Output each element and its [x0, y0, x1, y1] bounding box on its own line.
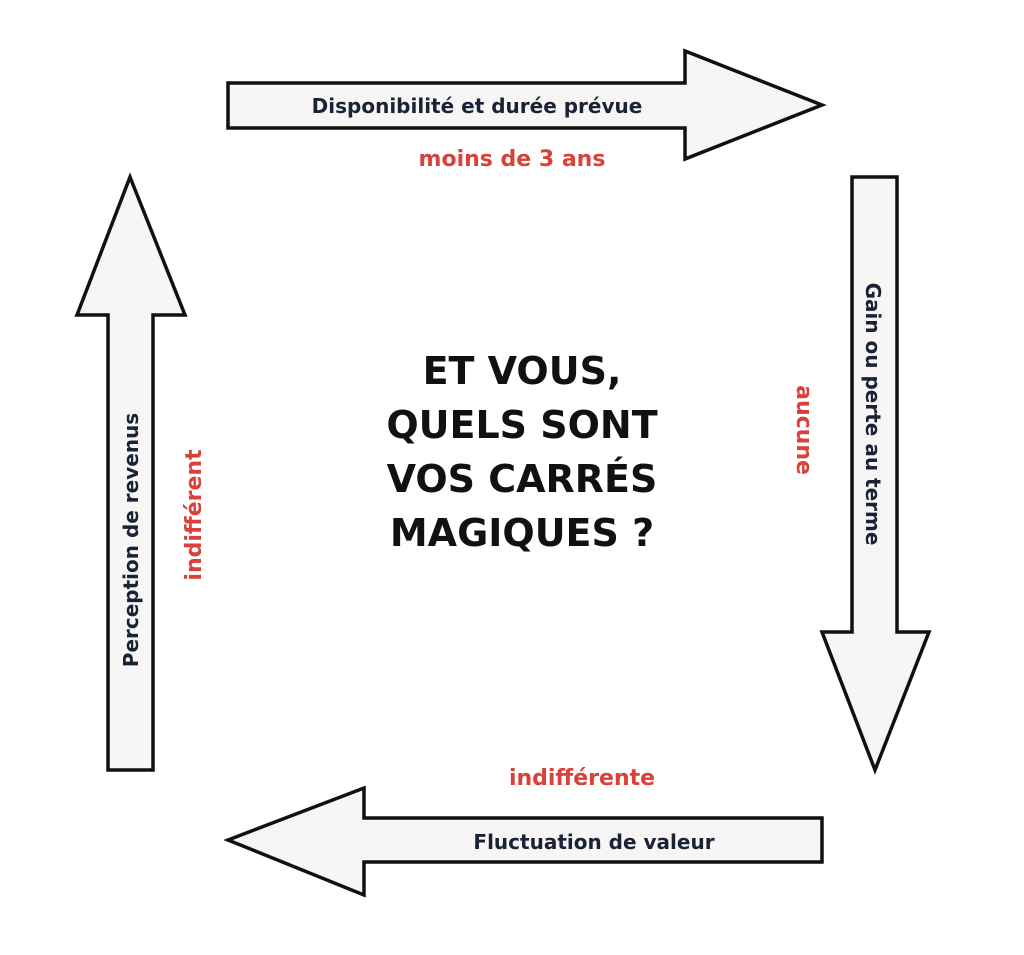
arrow-left-up	[74, 172, 188, 772]
arrow-top-right	[226, 48, 827, 162]
label-perception: Perception de revenus	[119, 413, 143, 667]
value-perception: indifférent	[182, 449, 207, 581]
arrow-bottom-left	[223, 785, 824, 898]
center-line-3: VOS CARRÉS	[387, 457, 658, 501]
label-disponibilite: Disponibilité et durée prévue	[312, 94, 643, 118]
value-disponibilite: moins de 3 ans	[419, 147, 606, 172]
center-line-4: MAGIQUES ?	[390, 511, 654, 555]
value-gain-perte: aucune	[791, 385, 816, 475]
center-line-1: ET VOUS,	[423, 349, 622, 393]
label-gain-perte: Gain ou perte au terme	[861, 283, 885, 546]
value-fluctuation: indifférente	[509, 766, 655, 791]
center-line-2: QUELS SONT	[386, 403, 657, 447]
arrow-right-down	[819, 175, 932, 775]
label-fluctuation: Fluctuation de valeur	[473, 830, 714, 854]
center-question: ET VOUS, QUELS SONT VOS CARRÉS MAGIQUES …	[386, 349, 657, 555]
